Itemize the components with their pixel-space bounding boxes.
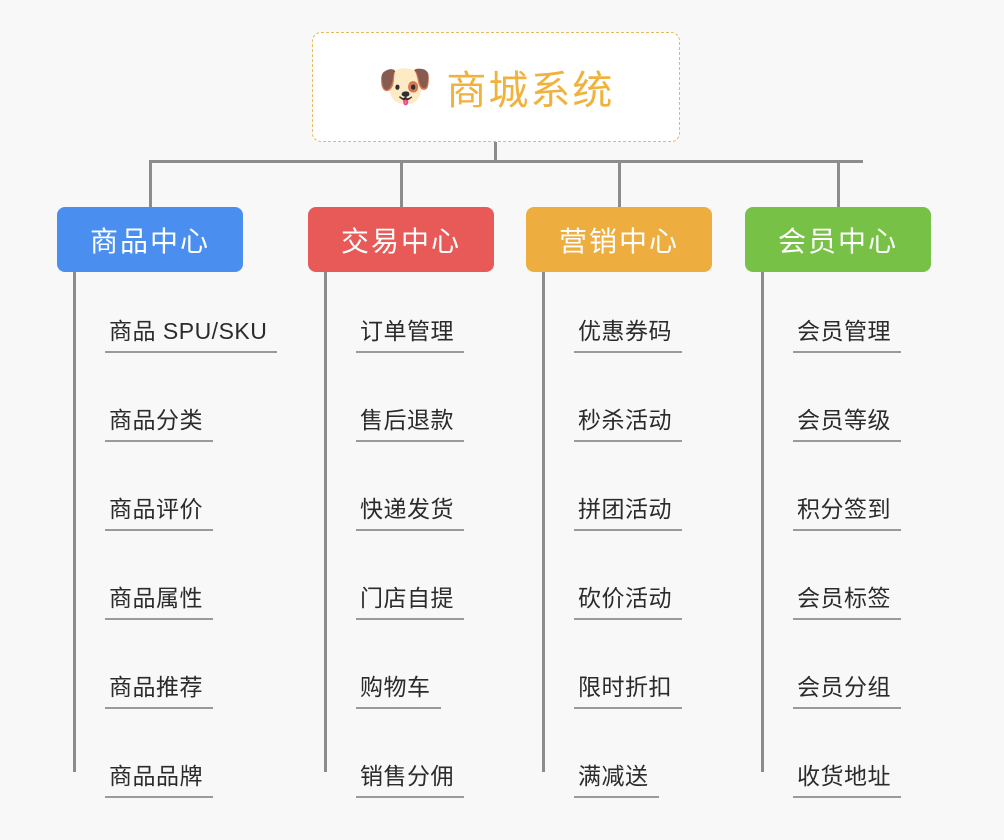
leaf-list-member-center: 会员管理会员等级积分签到会员标签会员分组收货地址 — [761, 272, 947, 806]
leaf-item-label: 商品 SPU/SKU — [105, 312, 278, 353]
leaf-item-label: 商品推荐 — [105, 668, 213, 709]
leaf-item[interactable]: 拼团活动 — [542, 450, 728, 539]
leaf-item[interactable]: 商品推荐 — [73, 628, 259, 717]
branch-header-product-center[interactable]: 商品中心 — [57, 207, 243, 272]
leaf-item-label: 积分签到 — [793, 490, 901, 531]
leaf-item-label: 商品评价 — [105, 490, 213, 531]
leaf-item[interactable]: 商品 SPU/SKU — [73, 272, 278, 361]
leaf-item-label: 商品品牌 — [105, 757, 213, 798]
branch-column-member-center: 会员中心会员管理会员等级积分签到会员标签会员分组收货地址 — [745, 207, 931, 798]
leaf-item-label: 会员标签 — [793, 579, 901, 620]
branch-header-marketing-center[interactable]: 营销中心 — [526, 207, 712, 272]
branch-header-trade-center[interactable]: 交易中心 — [308, 207, 494, 272]
leaf-list-marketing-center: 优惠券码秒杀活动拼团活动砍价活动限时折扣满减送 — [542, 272, 728, 806]
connector-spine-member-center — [761, 272, 764, 772]
leaf-item[interactable]: 会员分组 — [761, 628, 947, 717]
leaf-item[interactable]: 快递发货 — [324, 450, 510, 539]
connector-drop-product-center — [149, 160, 152, 208]
leaf-item-label: 收货地址 — [793, 757, 901, 798]
leaf-item-label: 优惠券码 — [574, 312, 682, 353]
leaf-item[interactable]: 商品分类 — [73, 361, 259, 450]
branch-column-marketing-center: 营销中心优惠券码秒杀活动拼团活动砍价活动限时折扣满减送 — [526, 207, 712, 798]
branch-header-member-center[interactable]: 会员中心 — [745, 207, 931, 272]
leaf-item[interactable]: 销售分佣 — [324, 717, 510, 806]
leaf-item-label: 砍价活动 — [574, 579, 682, 620]
connector-horizontal-bar — [150, 160, 863, 163]
leaf-list-product-center: 商品 SPU/SKU 商品分类商品评价商品属性商品推荐商品品牌 — [73, 272, 278, 806]
leaf-item-label: 会员管理 — [793, 312, 901, 353]
branch-column-trade-center: 交易中心订单管理售后退款快递发货门店自提购物车销售分佣 — [308, 207, 494, 798]
shiba-dog-face-icon: 🐶 — [377, 62, 433, 111]
connector-drop-trade-center — [400, 160, 403, 208]
leaf-item[interactable]: 会员标签 — [761, 539, 947, 628]
leaf-item[interactable]: 满减送 — [542, 717, 728, 806]
leaf-list-trade-center: 订单管理售后退款快递发货门店自提购物车销售分佣 — [324, 272, 510, 806]
leaf-item[interactable]: 砍价活动 — [542, 539, 728, 628]
connector-drop-member-center — [837, 160, 840, 208]
leaf-item-label: 门店自提 — [356, 579, 464, 620]
branch-header-label: 会员中心 — [777, 225, 898, 257]
leaf-item-label: 售后退款 — [356, 401, 464, 442]
leaf-item-label: 商品属性 — [105, 579, 213, 620]
connector-spine-marketing-center — [542, 272, 545, 772]
root-node[interactable]: 🐶 商城系统 — [312, 32, 680, 142]
leaf-item[interactable]: 优惠券码 — [542, 272, 728, 361]
leaf-item[interactable]: 订单管理 — [324, 272, 510, 361]
leaf-item[interactable]: 购物车 — [324, 628, 510, 717]
leaf-item[interactable]: 限时折扣 — [542, 628, 728, 717]
connector-spine-product-center — [73, 272, 76, 772]
leaf-item-label: 满减送 — [574, 757, 659, 798]
leaf-item[interactable]: 售后退款 — [324, 361, 510, 450]
branch-header-label: 交易中心 — [340, 225, 461, 257]
leaf-item[interactable]: 积分签到 — [761, 450, 947, 539]
connector-spine-trade-center — [324, 272, 327, 772]
leaf-item-label: 商品分类 — [105, 401, 213, 442]
leaf-item[interactable]: 商品品牌 — [73, 717, 259, 806]
leaf-item[interactable]: 门店自提 — [324, 539, 510, 628]
leaf-item-label: 销售分佣 — [356, 757, 464, 798]
connector-root-stem — [494, 142, 497, 163]
root-node-label: 商城系统 — [446, 69, 615, 113]
leaf-item-label: 会员分组 — [793, 668, 901, 709]
branch-header-label: 商品中心 — [89, 225, 210, 257]
leaf-item[interactable]: 商品属性 — [73, 539, 259, 628]
leaf-item-label: 会员等级 — [793, 401, 901, 442]
leaf-item-label: 快递发货 — [356, 490, 464, 531]
leaf-item-label: 秒杀活动 — [574, 401, 682, 442]
leaf-item[interactable]: 会员等级 — [761, 361, 947, 450]
leaf-item[interactable]: 秒杀活动 — [542, 361, 728, 450]
leaf-item-label: 订单管理 — [356, 312, 464, 353]
leaf-item-label: 拼团活动 — [574, 490, 682, 531]
leaf-item[interactable]: 会员管理 — [761, 272, 947, 361]
connector-drop-marketing-center — [618, 160, 621, 208]
leaf-item[interactable]: 商品评价 — [73, 450, 259, 539]
branch-column-product-center: 商品中心商品 SPU/SKU 商品分类商品评价商品属性商品推荐商品品牌 — [57, 207, 278, 798]
leaf-item-label: 购物车 — [356, 668, 441, 709]
branch-header-label: 营销中心 — [558, 225, 679, 257]
leaf-item-label: 限时折扣 — [574, 668, 682, 709]
leaf-item[interactable]: 收货地址 — [761, 717, 947, 806]
